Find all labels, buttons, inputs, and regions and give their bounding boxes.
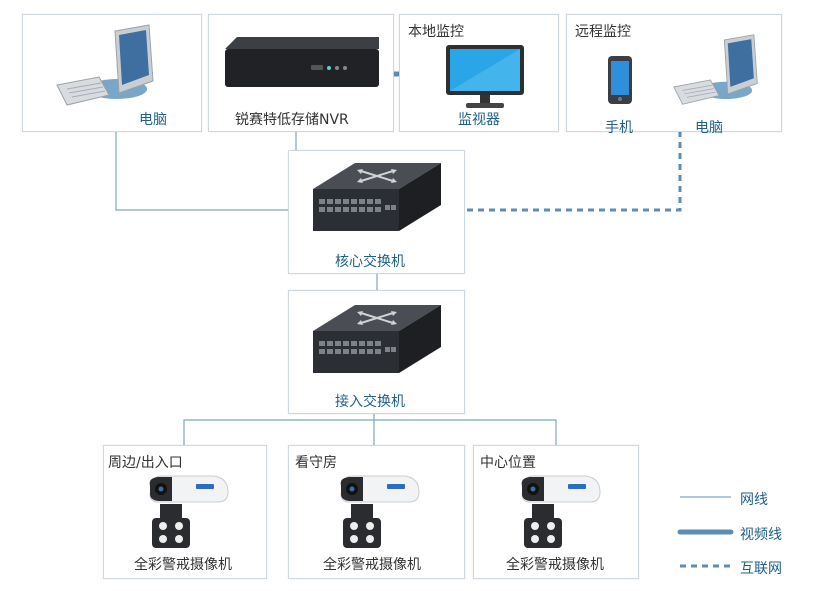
nvr-recorder-icon [225,37,379,87]
internet-line-remote-core [463,131,682,212]
legend-video-label: 视频线 [740,527,782,543]
nvr-box: 锐赛特低存储NVR [208,14,394,132]
legend-internet-label: 互联网 [740,561,782,577]
camera-box-2: 看守房 全彩警戒摄像机 [288,445,465,579]
camera-2-title: 看守房 [295,455,337,471]
camera-1-label: 全彩警戒摄像机 [134,557,232,573]
camera-box-1: 周边/出入口 全彩警戒摄像机 [103,445,267,579]
local-monitor-label: 监视器 [458,112,500,128]
local-monitor-box: 本地监控 监视器 [399,14,559,132]
remote-phone-label: 手机 [605,120,633,136]
camera-2-label: 全彩警戒摄像机 [323,557,421,573]
nvr-label: 锐赛特低存储NVR [235,112,349,128]
camera-3-label: 全彩警戒摄像机 [506,557,604,573]
network-line-pc-core [115,131,288,211]
access-switch-icon [313,305,441,373]
camera-2-icon [340,475,420,548]
desktop-computer-icon [56,24,154,106]
network-line-cam-bus [183,419,557,445]
remote-desktop-computer-icon [673,34,758,105]
camera-3-icon [521,475,601,548]
camera-1-icon [149,475,229,548]
pc-left-label: 电脑 [139,112,167,128]
access-switch-label: 接入交换机 [335,394,405,410]
remote-monitor-title: 远程监控 [575,24,631,40]
local-monitor-title: 本地监控 [408,24,464,40]
camera-box-3: 中心位置 全彩警戒摄像机 [473,445,639,579]
camera-1-title: 周边/出入口 [108,455,183,471]
core-switch-box: 核心交换机 [288,150,465,274]
mobile-phone-icon [608,56,632,104]
remote-pc-label: 电脑 [695,120,723,136]
pc-left-box: 电脑 [22,14,202,132]
remote-monitor-box: 远程监控 手机 电脑 [566,14,782,136]
core-switch-label: 核心交换机 [335,254,405,270]
core-switch-icon [313,163,441,231]
legend-network-label: 网线 [740,492,768,508]
access-switch-box: 接入交换机 [288,290,465,414]
monitor-icon [446,45,524,108]
camera-3-title: 中心位置 [480,455,536,471]
